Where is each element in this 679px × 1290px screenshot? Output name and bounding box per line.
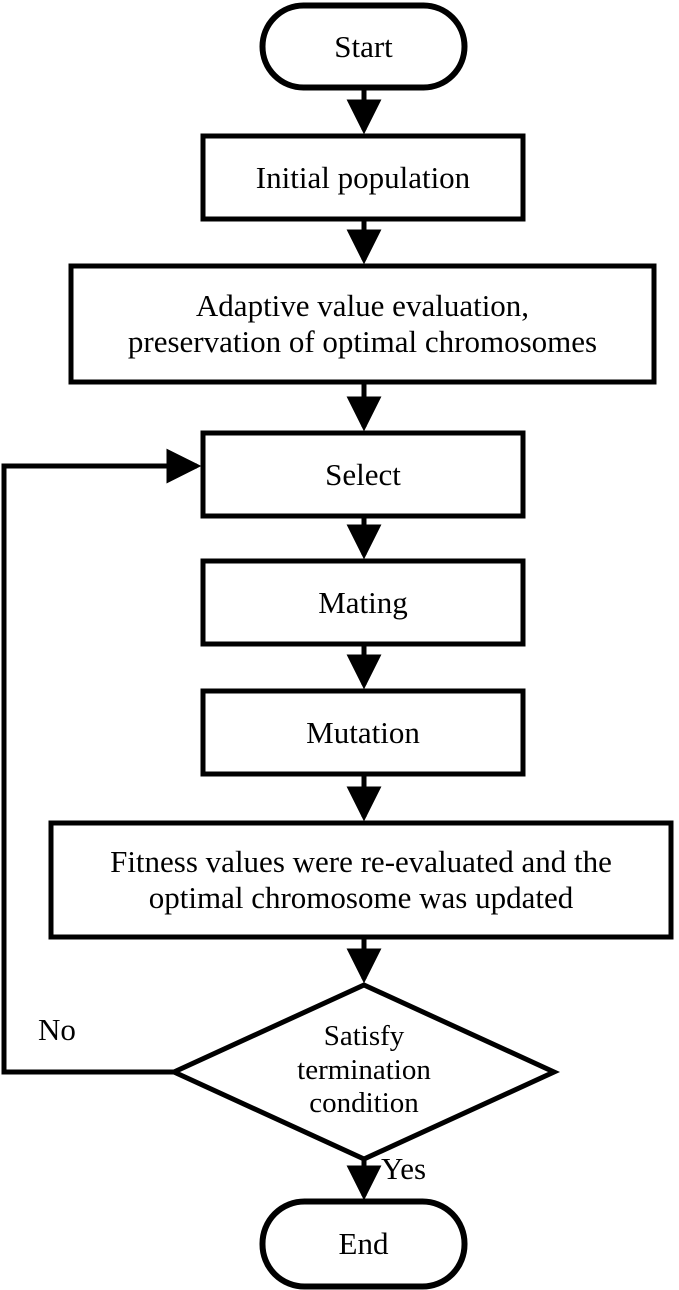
node-shape-end xyxy=(259,1198,468,1290)
node-shape-adaptive xyxy=(68,263,657,385)
node-shape-select xyxy=(200,430,526,519)
node-shape-mating xyxy=(200,558,526,647)
node-shape-decision xyxy=(167,982,561,1162)
node-shape-start xyxy=(259,2,468,91)
edge-label-no: No xyxy=(38,1012,76,1047)
node-shape-mutation xyxy=(200,688,526,777)
node-shape-fitness xyxy=(48,820,674,940)
edge-decision-select-no xyxy=(1,448,202,1075)
edge-label-yes: Yes xyxy=(381,1151,427,1186)
node-shape-initial xyxy=(200,133,526,222)
